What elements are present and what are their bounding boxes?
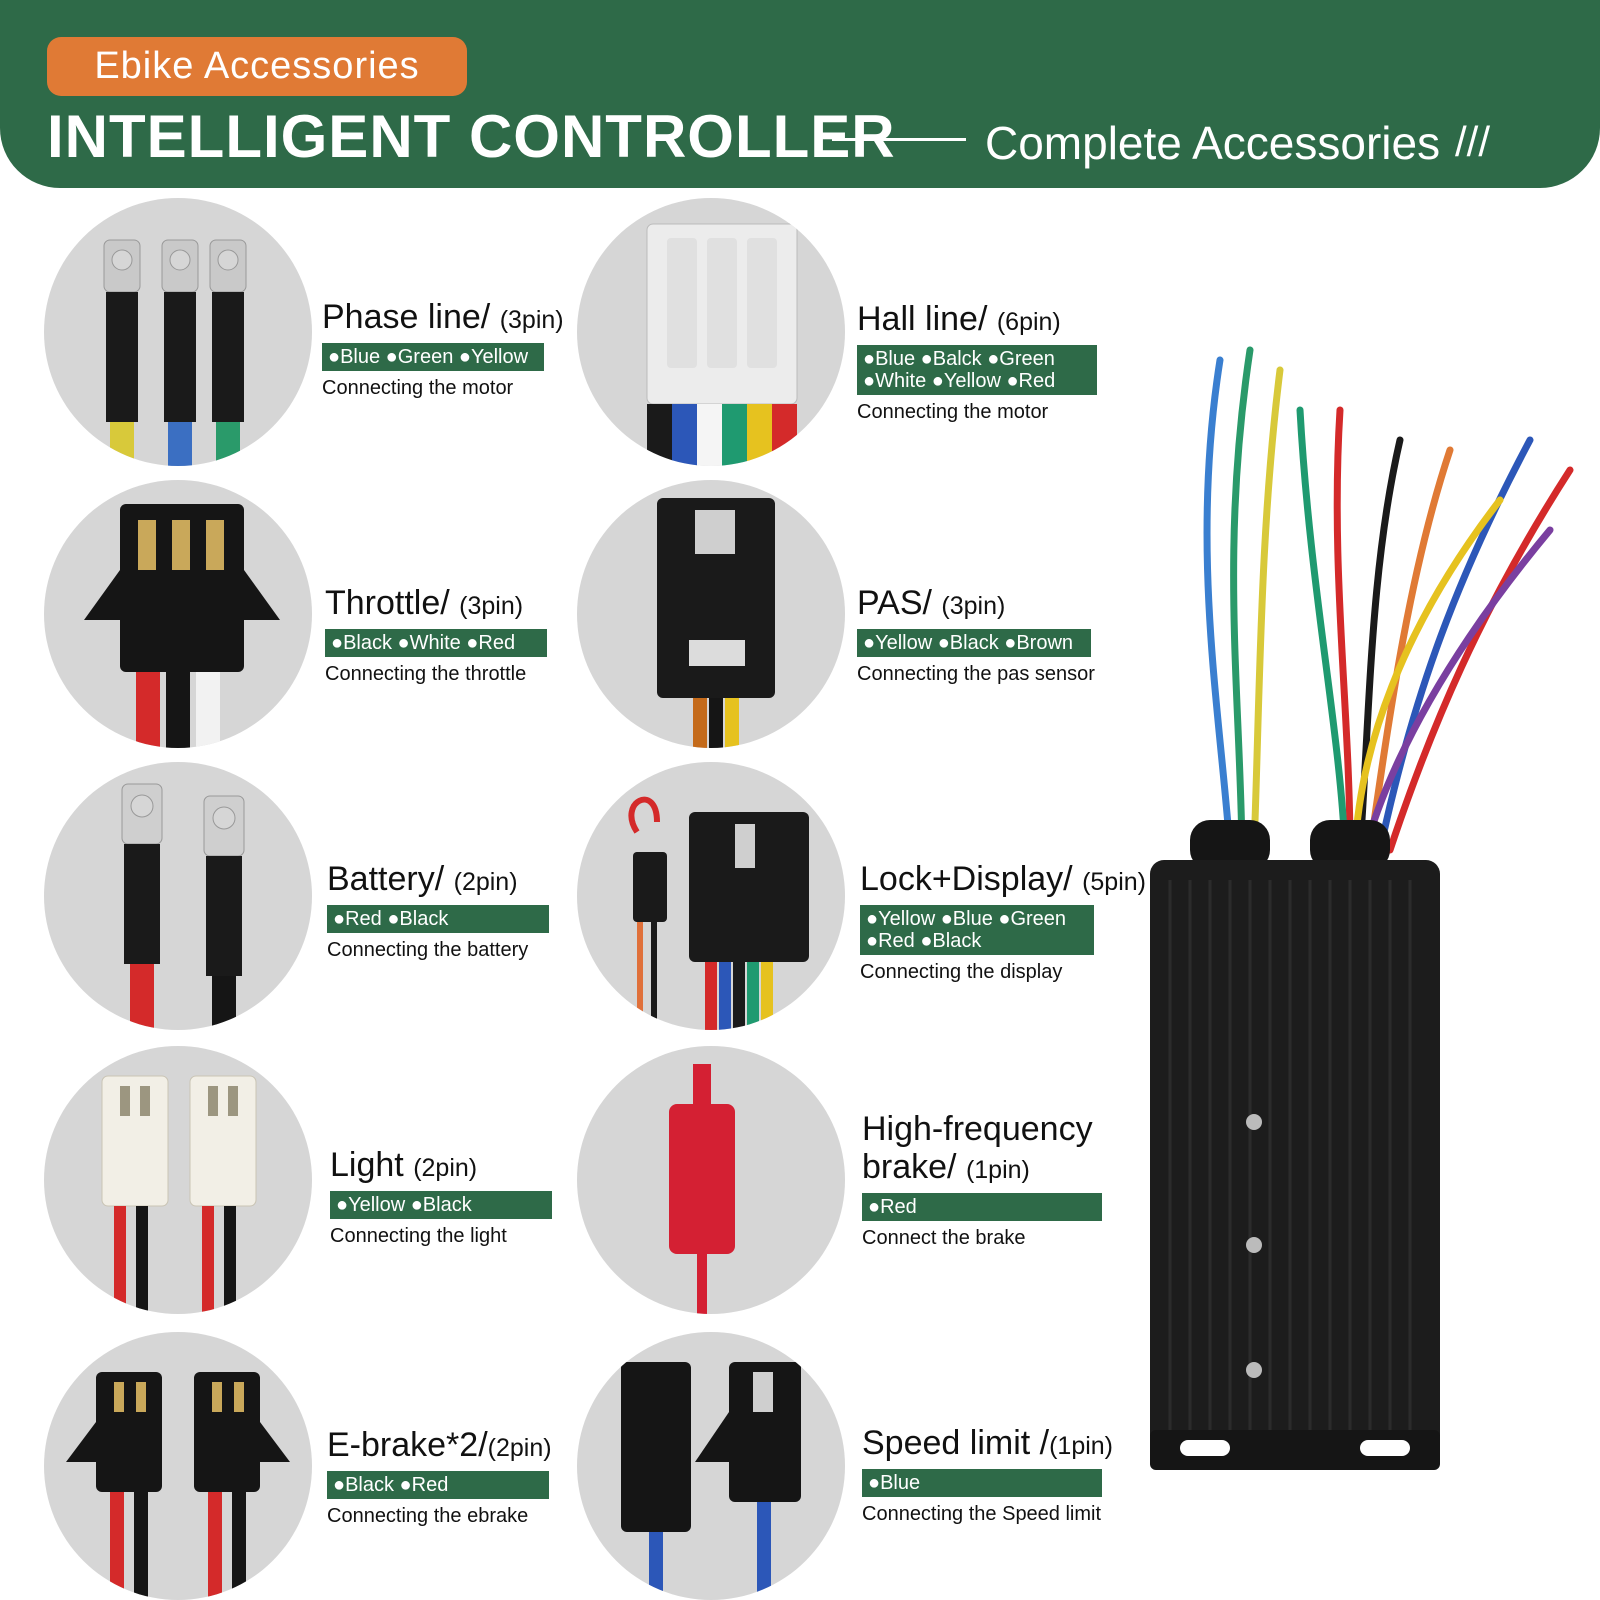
item-title: Hall line/ bbox=[857, 300, 988, 338]
item-pas: PAS/ (3pin) ●Yellow ●Black ●Brown Connec… bbox=[857, 584, 1117, 686]
item-pin: (2pin) bbox=[413, 1154, 478, 1182]
title-divider bbox=[832, 138, 966, 141]
item-description: Connecting the light bbox=[330, 1225, 507, 1247]
item-description: Connecting the motor bbox=[322, 377, 514, 399]
ring-terminal-icon bbox=[103, 239, 247, 293]
item-hall-line: Hall line/ (6pin) ●Blue ●Balck ●Green ●W… bbox=[857, 300, 1117, 424]
wire-colors: ●Yellow ●Black bbox=[330, 1191, 552, 1219]
item-title: Light bbox=[330, 1146, 404, 1184]
high-frequency-brake-image bbox=[577, 1046, 845, 1314]
wire-colors: ●Blue bbox=[862, 1469, 1102, 1497]
page-title: INTELLIGENT CONTROLLER bbox=[47, 103, 896, 170]
item-description: Connecting the display bbox=[860, 961, 1063, 983]
item-title: Lock+Display/ bbox=[860, 860, 1073, 898]
item-pin: (5pin) bbox=[1082, 868, 1146, 896]
speed-limit-image bbox=[577, 1332, 845, 1600]
controller-product-image bbox=[1150, 330, 1590, 1510]
item-phase-line: Phase line/ (3pin) ●Blue ●Green ●Yellow … bbox=[322, 298, 582, 400]
wire-colors: ●Black ●Red bbox=[327, 1471, 549, 1499]
item-pin: (6pin) bbox=[996, 308, 1061, 336]
item-title: Battery/ bbox=[327, 860, 445, 898]
item-battery: Battery/ (2pin) ●Red ●Black Connecting t… bbox=[327, 860, 587, 962]
item-pin: (3pin) bbox=[459, 592, 524, 620]
item-title: High-frequency brake/ bbox=[862, 1110, 1093, 1186]
category-badge: Ebike Accessories bbox=[47, 37, 467, 96]
item-title: Speed limit / bbox=[862, 1424, 1050, 1462]
battery-image bbox=[44, 762, 312, 1030]
pas-image bbox=[577, 480, 845, 748]
item-pin: (1pin) bbox=[965, 1156, 1030, 1184]
item-pin: (2pin) bbox=[487, 1434, 552, 1462]
item-description: Connecting the pas sensor bbox=[857, 663, 1095, 685]
item-pin: (2pin) bbox=[453, 868, 518, 896]
item-description: Connecting the battery bbox=[327, 939, 529, 961]
item-description: Connecting the motor bbox=[857, 401, 1049, 423]
item-light: Light (2pin) ●Yellow ●Black Connecting t… bbox=[330, 1146, 590, 1248]
header-banner: Ebike Accessories INTELLIGENT CONTROLLER… bbox=[0, 0, 1600, 188]
wire-colors: ●Black ●White ●Red bbox=[325, 629, 547, 657]
item-pin: (1pin) bbox=[1049, 1432, 1114, 1460]
wire-colors: ●Blue ●Balck ●Green ●White ●Yellow ●Red bbox=[857, 345, 1097, 395]
item-pin: (3pin) bbox=[499, 306, 564, 334]
item-description: Connecting the Speed limit bbox=[862, 1503, 1102, 1525]
wire-colors: ●Yellow ●Black ●Brown bbox=[857, 629, 1091, 657]
item-e-brake: E-brake*2/(2pin) ●Black ●Red Connecting … bbox=[327, 1426, 587, 1528]
wire-colors: ●Blue ●Green ●Yellow bbox=[322, 343, 544, 371]
item-title: Phase line/ bbox=[322, 298, 491, 336]
decorative-slashes: /// bbox=[1455, 118, 1491, 165]
item-title: Throttle/ bbox=[325, 584, 450, 622]
page-subtitle: Complete Accessories bbox=[985, 117, 1441, 169]
lock-display-image bbox=[577, 762, 845, 1030]
wire-colors: ●Red ●Black bbox=[327, 905, 549, 933]
item-title: PAS/ bbox=[857, 584, 932, 622]
item-title: E-brake*2/ bbox=[327, 1426, 488, 1464]
item-description: Connect the brake bbox=[862, 1227, 1026, 1249]
item-lock-display: Lock+Display/ (5pin) ●Yellow ●Blue ●Gree… bbox=[860, 860, 1146, 984]
e-brake-image bbox=[44, 1332, 312, 1600]
item-throttle: Throttle/ (3pin) ●Black ●White ●Red Conn… bbox=[325, 584, 585, 686]
item-pin: (3pin) bbox=[941, 592, 1006, 620]
hall-line-image bbox=[577, 198, 845, 466]
item-speed-limit: Speed limit /(1pin) ●Blue Connecting the… bbox=[862, 1424, 1122, 1526]
throttle-image bbox=[44, 480, 312, 748]
item-description: Connecting the throttle bbox=[325, 663, 527, 685]
item-description: Connecting the ebrake bbox=[327, 1505, 529, 1527]
light-image bbox=[44, 1046, 312, 1314]
item-high-frequency-brake: High-frequency brake/ (1pin) ●Red Connec… bbox=[862, 1110, 1112, 1250]
wire-colors: ●Yellow ●Blue ●Green ●Red ●Black bbox=[860, 905, 1094, 955]
phase-line-image bbox=[44, 198, 312, 466]
wire-colors: ●Red bbox=[862, 1193, 1102, 1221]
